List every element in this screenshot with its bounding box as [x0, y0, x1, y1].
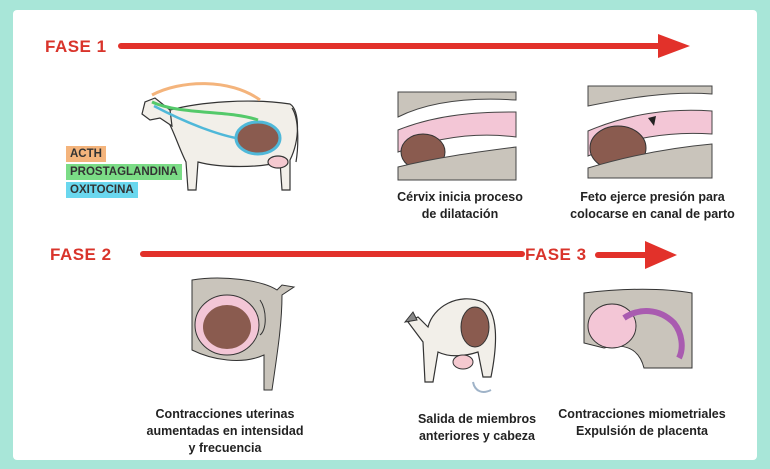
caption-fetus-pressure: Feto ejerce presión para colocarse en ca… [560, 189, 745, 223]
legend-oxitocina: OXITOCINA [66, 182, 138, 198]
phase-2-arrow [140, 250, 530, 260]
caption-fetus-line1: Feto ejerce presión para [560, 189, 745, 206]
placenta-expulsion-illustration [584, 288, 694, 370]
phase-1-arrow [118, 34, 693, 60]
cervix-dilation-illustration [398, 92, 518, 182]
caption-cervix: Cérvix inicia proceso de dilatación [390, 189, 530, 223]
caption-contr-line2: aumentadas en intensidad [145, 423, 305, 440]
caption-contr-line1: Contracciones uterinas [145, 406, 305, 423]
diagram-card [13, 10, 757, 460]
caption-placenta: Contracciones miometriales Expulsión de … [552, 406, 732, 440]
phase-3-arrow [595, 241, 680, 269]
caption-uterine-contractions: Contracciones uterinas aumentadas en int… [145, 406, 305, 457]
caption-limbs-head: Salida de miembros anteriores y cabeza [412, 411, 542, 445]
caption-salida-line2: anteriores y cabeza [412, 428, 542, 445]
caption-cervix-line1: Cérvix inicia proceso [390, 189, 530, 206]
fetus-pressure-illustration [588, 86, 714, 180]
legend-prostaglandina: PROSTAGLANDINA [66, 164, 182, 180]
caption-miom-line2: Expulsión de placenta [552, 423, 732, 440]
legend-acth: ACTH [66, 146, 106, 162]
cow-hormones-illustration [140, 80, 305, 205]
calving-cow-illustration [403, 282, 503, 402]
phase-1-label: FASE 1 [45, 37, 107, 57]
caption-salida-line1: Salida de miembros [412, 411, 542, 428]
uterine-contractions-illustration [182, 275, 297, 395]
phase-2-label: FASE 2 [50, 245, 112, 265]
phase-3-label: FASE 3 [525, 245, 587, 265]
caption-fetus-line2: colocarse en canal de parto [560, 206, 745, 223]
caption-miom-line1: Contracciones miometriales [552, 406, 732, 423]
caption-contr-line3: y frecuencia [145, 440, 305, 457]
caption-cervix-line2: de dilatación [390, 206, 530, 223]
